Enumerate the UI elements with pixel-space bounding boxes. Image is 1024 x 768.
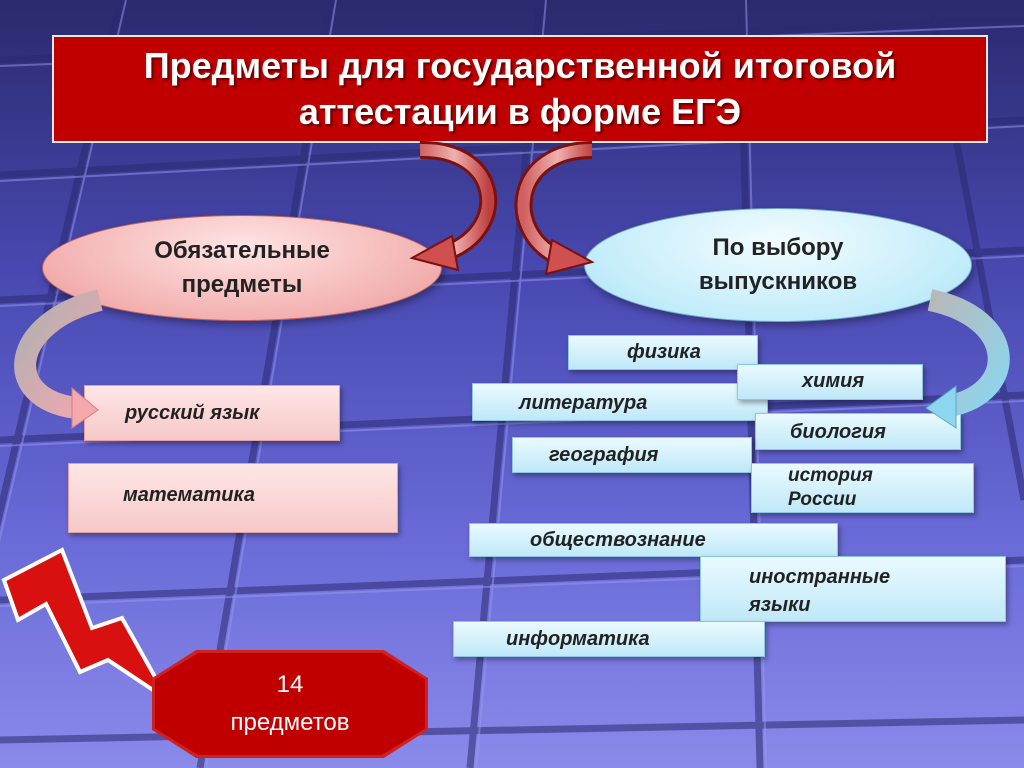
subject-label-line-1: иностранные bbox=[749, 566, 891, 588]
total-badge: 14 предметов bbox=[155, 653, 425, 755]
subject-label-line-2: России bbox=[788, 489, 857, 510]
total-label: предметов bbox=[230, 709, 350, 736]
title-line-2: аттестации в форме ЕГЭ bbox=[298, 91, 742, 132]
subject-informatics: информатика bbox=[453, 621, 765, 657]
subject-literature: литература bbox=[472, 383, 768, 421]
subject-physics: физика bbox=[568, 335, 758, 370]
subject-label: география bbox=[549, 444, 659, 466]
elective-header-line-1: По выбору bbox=[712, 234, 844, 261]
total-count: 14 bbox=[276, 671, 304, 698]
subject-social-studies: обществознание bbox=[469, 523, 838, 557]
subject-label-line-1: история bbox=[788, 465, 873, 486]
subject-label: русский язык bbox=[125, 402, 260, 424]
subject-label: обществознание bbox=[530, 529, 706, 551]
subject-history-russia: история России bbox=[751, 463, 974, 513]
subject-label: математика bbox=[123, 484, 255, 506]
subject-chemistry: химия bbox=[737, 364, 923, 400]
elective-subjects-ellipse: По выбору выпускников bbox=[584, 208, 972, 322]
mandatory-header-line-1: Обязательные bbox=[154, 237, 330, 264]
subject-biology: биология bbox=[755, 413, 961, 450]
subject-label-line-2: языки bbox=[749, 594, 811, 616]
title-banner: Предметы для государственной итоговой ат… bbox=[52, 35, 988, 143]
mandatory-header-line-2: предметы bbox=[181, 271, 303, 298]
subject-label: биология bbox=[790, 421, 886, 443]
subject-foreign-languages: иностранные языки bbox=[700, 556, 1006, 622]
subject-label: литература bbox=[519, 392, 648, 414]
title-line-1: Предметы для государственной итоговой bbox=[143, 45, 897, 86]
subject-geography: география bbox=[512, 437, 752, 473]
mandatory-subjects-ellipse: Обязательные предметы bbox=[42, 215, 442, 321]
subject-label: химия bbox=[802, 370, 865, 392]
subject-mathematics: математика bbox=[68, 463, 398, 533]
elective-header-line-2: выпускников bbox=[698, 268, 858, 295]
subject-label: информатика bbox=[506, 628, 650, 650]
subject-russian: русский язык bbox=[84, 385, 340, 441]
subject-label: физика bbox=[627, 341, 701, 363]
